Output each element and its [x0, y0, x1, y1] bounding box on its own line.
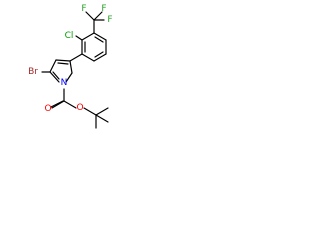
carbonyl-oxygen: O [44, 104, 51, 114]
chlorine-atom: Cl [65, 31, 74, 41]
fluorine-atom-1: F [81, 4, 86, 14]
fluorine-atom-2: F [101, 4, 106, 14]
ester-oxygen: O [76, 103, 83, 113]
pyrrole-ring: N [49, 59, 73, 88]
boc-protecting-group: O O [44, 88, 109, 129]
aryl-pyrrole-bond [69, 53, 83, 62]
trifluoromethyl-group: F F F [81, 4, 113, 34]
chlorine-substituent: Cl [65, 31, 83, 41]
molecule-canvas: F F F Cl N Br O O [0, 0, 152, 152]
bromine-substituent: Br [28, 67, 51, 77]
nitrogen-atom: N [61, 78, 68, 88]
molecule-structure: F F F Cl N Br O O [28, 4, 113, 129]
bromine-atom: Br [28, 67, 38, 77]
benzene-ring [81, 32, 107, 62]
fluorine-atom-3: F [107, 15, 112, 25]
